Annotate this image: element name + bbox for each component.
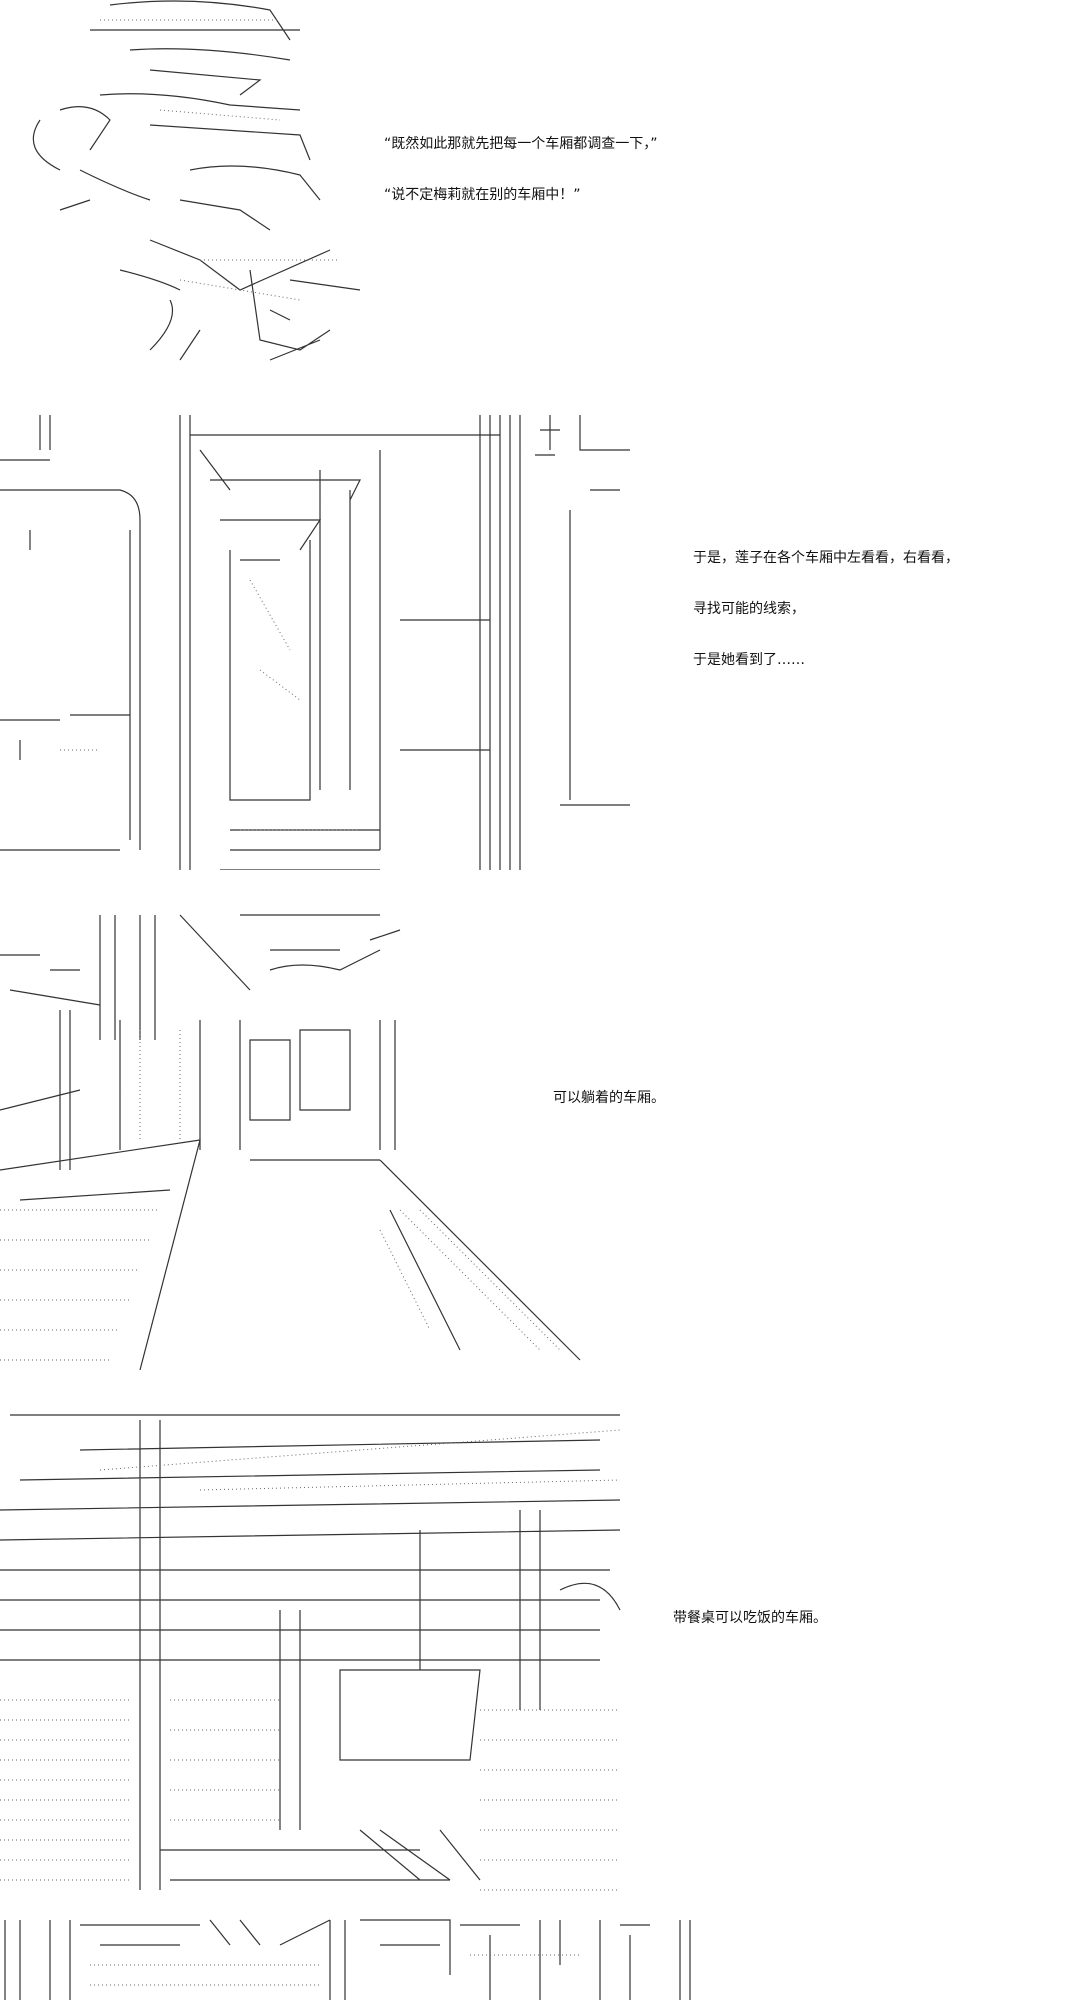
caption-line: “既然如此那就先把每一个车厢都调查一下，” <box>384 136 658 152</box>
panel-1-character-art <box>0 0 400 370</box>
character-ascii-art <box>0 0 400 370</box>
dining-car-ascii-art <box>0 1410 630 1900</box>
caption-line: 带餐桌可以吃饭的车厢。 <box>673 1610 827 1626</box>
panel-3-sleeper-car-art <box>0 910 600 1370</box>
panel-5-partial-art <box>0 1915 700 2000</box>
sleeper-car-ascii-art <box>0 910 600 1370</box>
caption-line: 寻找可能的线索， <box>693 601 805 617</box>
panel-4-dining-car-art <box>0 1410 630 1900</box>
caption-line: “说不定梅莉就在别的车厢中！” <box>384 187 581 203</box>
caption-2: 于是，莲子在各个车厢中左看看，右看看， 寻找可能的线索， 于是她看到了…… <box>693 516 959 686</box>
panel-2-train-corridor-art <box>0 410 640 870</box>
caption-line: 可以躺着的车厢。 <box>553 1090 665 1106</box>
caption-4: 带餐桌可以吃饭的车厢。 <box>673 1576 827 1644</box>
caption-line: 于是，莲子在各个车厢中左看看，右看看， <box>693 550 959 566</box>
partial-ascii-art <box>0 1915 700 2000</box>
caption-line: 于是她看到了…… <box>693 652 805 668</box>
corridor-ascii-art <box>0 410 640 870</box>
caption-1: “既然如此那就先把每一个车厢都调查一下，” “说不定梅莉就在别的车厢中！” <box>384 102 658 221</box>
caption-3: 可以躺着的车厢。 <box>553 1056 665 1124</box>
